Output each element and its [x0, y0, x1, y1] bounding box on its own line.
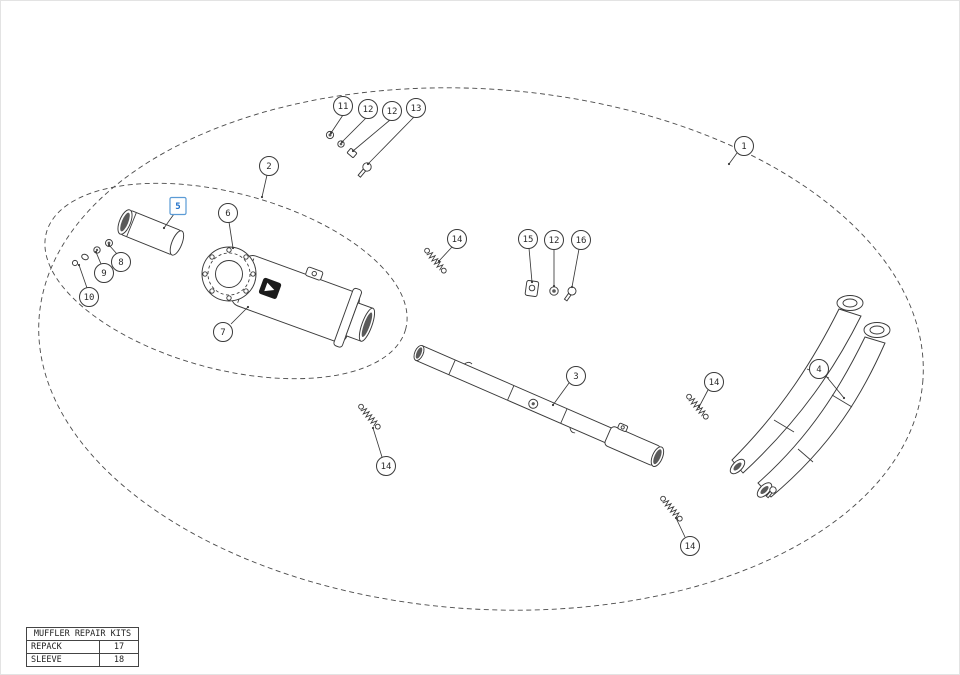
muffler-repair-kits-table: MUFFLER REPAIR KITS REPACK 17 SLEEVE 18: [26, 627, 139, 667]
kit-label: REPACK: [26, 640, 100, 654]
callout-3[interactable]: 3: [566, 366, 586, 386]
callout-8[interactable]: 8: [111, 252, 131, 272]
callout-label: 4: [816, 365, 821, 375]
callout-7[interactable]: 7: [213, 322, 233, 342]
kit-label: SLEEVE: [26, 653, 100, 667]
callout-label: 14: [381, 462, 392, 472]
callout-label: 12: [387, 107, 398, 117]
top-fasteners-part: [325, 130, 372, 178]
callout-10[interactable]: 10: [79, 287, 99, 307]
callout-12-c[interactable]: 12: [544, 230, 564, 250]
callout-label: 8: [118, 258, 123, 268]
callout-label: 14: [685, 542, 696, 552]
callout-label: 11: [338, 102, 349, 112]
callout-1[interactable]: 1: [734, 136, 754, 156]
callout-9[interactable]: 9: [94, 263, 114, 283]
callout-label: 14: [452, 235, 463, 245]
muffler-assembly-part: [201, 246, 376, 348]
callout-label: 13: [411, 104, 422, 114]
small-fasteners-part: [71, 239, 113, 267]
muffler-sleeve-part: [117, 209, 185, 256]
full-assembly-boundary-ellipse: [38, 87, 924, 611]
callout-15[interactable]: 15: [518, 229, 538, 249]
spring-clip-part: [358, 403, 381, 430]
callout-label: 1: [741, 142, 746, 152]
table-title-row: MUFFLER REPAIR KITS: [26, 627, 139, 641]
callout-14-c[interactable]: 14: [376, 456, 396, 476]
muffler-end-cap-icon: [201, 246, 257, 302]
callout-12-b[interactable]: 12: [382, 101, 402, 121]
table-row: REPACK 17: [26, 640, 139, 654]
callout-12-a[interactable]: 12: [358, 99, 378, 119]
callout-label: 16: [576, 236, 587, 246]
kit-number[interactable]: 18: [99, 653, 139, 667]
leader-dots: [77, 131, 846, 520]
callout-13[interactable]: 13: [406, 98, 426, 118]
callout-label: 7: [220, 328, 225, 338]
callout-label: 10: [84, 293, 95, 303]
spring-clip-part: [424, 247, 447, 274]
callout-4[interactable]: 4: [809, 359, 829, 379]
callout-16[interactable]: 16: [571, 230, 591, 250]
callout-label: 9: [101, 269, 106, 279]
kit-number[interactable]: 17: [99, 640, 139, 654]
spring-clip-part: [660, 495, 683, 522]
callout-label: 15: [523, 235, 534, 245]
hanger-clamp-part: [524, 280, 577, 302]
callout-14-d[interactable]: 14: [680, 536, 700, 556]
callout-5-selected[interactable]: 5: [169, 196, 187, 216]
callout-6[interactable]: 6: [218, 203, 238, 223]
callout-label: 6: [225, 209, 230, 219]
mid-pipe-part: [413, 344, 665, 467]
table-title: MUFFLER REPAIR KITS: [26, 627, 139, 641]
leader-lines: [77, 114, 846, 538]
spring-clip-part: [686, 393, 709, 420]
callout-label: 12: [549, 236, 560, 246]
callout-label: 3: [573, 372, 578, 382]
callout-14-a[interactable]: 14: [447, 229, 467, 249]
table-row: SLEEVE 18: [26, 653, 139, 667]
callout-label: 5: [175, 202, 180, 212]
callout-label: 12: [363, 105, 374, 115]
callout-label: 2: [266, 162, 271, 172]
callout-14-b[interactable]: 14: [704, 372, 724, 392]
callout-11[interactable]: 11: [333, 96, 353, 116]
callout-label: 14: [709, 378, 720, 388]
header-pipes-part: [729, 295, 891, 499]
muffler-subassembly-boundary-ellipse: [44, 182, 408, 380]
callout-2[interactable]: 2: [259, 156, 279, 176]
